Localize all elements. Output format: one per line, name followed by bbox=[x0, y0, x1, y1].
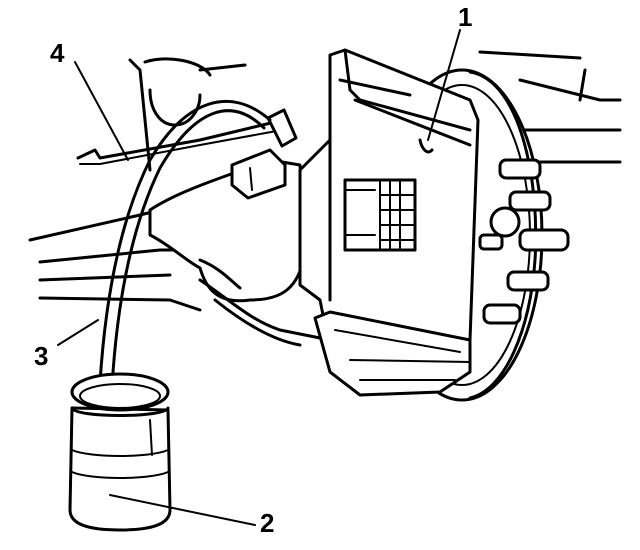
brake-line bbox=[76, 108, 298, 165]
wheel-studs bbox=[478, 158, 570, 325]
leader-lines bbox=[57, 29, 461, 526]
caliper-bolt bbox=[230, 148, 287, 200]
fluid-container bbox=[68, 372, 172, 532]
callout-4: 4 bbox=[50, 38, 65, 68]
caliper-lower bbox=[313, 310, 472, 397]
callout-1: 1 bbox=[458, 2, 472, 32]
steering-knuckle bbox=[148, 158, 332, 347]
callout-2: 2 bbox=[260, 508, 274, 538]
callout-3: 3 bbox=[34, 341, 48, 371]
